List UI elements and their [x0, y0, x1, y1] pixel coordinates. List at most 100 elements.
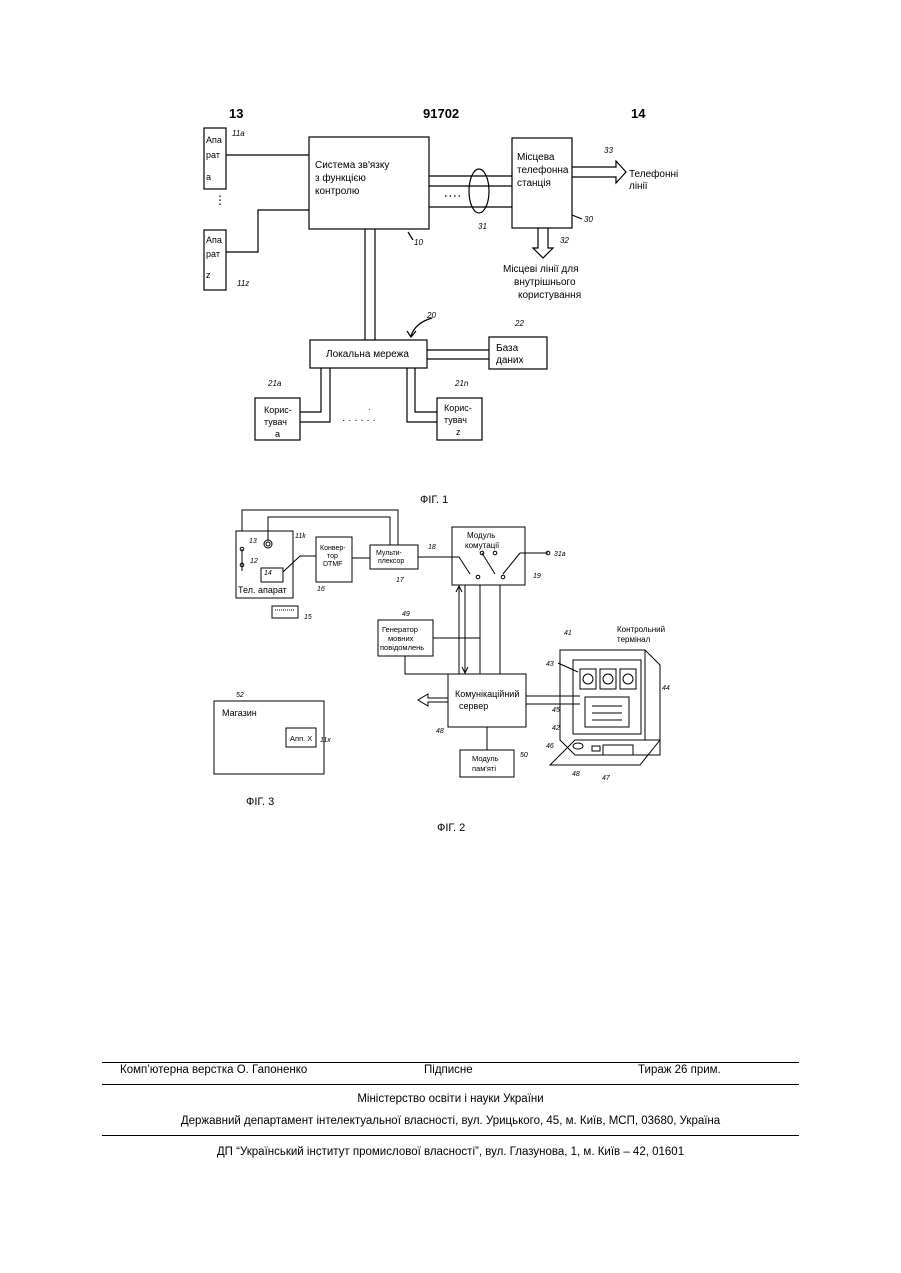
ref-32: 32	[560, 236, 569, 245]
mux-label-1: Мульти-	[376, 550, 403, 557]
system-label-1: Система зв'язку	[315, 160, 389, 171]
converter-label-1: Конвер-	[320, 545, 346, 552]
database-label-1: База	[496, 343, 519, 354]
device-z-label-2: рат	[206, 249, 220, 259]
footer-signed: Підписне	[424, 1064, 473, 1076]
ref-45: 45	[552, 707, 560, 714]
shop-label: Магазин	[222, 708, 257, 718]
ref-11x: 11x	[320, 737, 331, 744]
local-lines-arrow	[533, 228, 553, 258]
station-label-1: Місцева	[517, 152, 555, 163]
device-z-label-1: Апа	[206, 235, 222, 245]
ref-44: 44	[662, 685, 670, 692]
ref-52: 52	[236, 692, 244, 699]
mux-box	[370, 545, 418, 569]
footer-print-run: Тираж 26 прим.	[638, 1064, 721, 1076]
users-dots: · · · · · ·	[342, 415, 376, 426]
system-label-3: контролю	[315, 186, 360, 197]
face-icon-1	[580, 669, 596, 689]
face-2	[603, 674, 613, 684]
ref-13: 13	[249, 538, 257, 545]
generator-label-3: повідомлень	[380, 643, 424, 652]
ref-31a: 31a	[554, 551, 566, 558]
ref-14: 14	[264, 570, 272, 577]
database-label-2: даних	[496, 355, 524, 366]
ref-33: 33	[604, 146, 613, 155]
switch-label-1: Модуль	[467, 531, 495, 540]
phone-lines-label-2: лінії	[629, 181, 648, 192]
ref-10-leader	[408, 232, 413, 240]
converter-label-2: тор	[327, 553, 338, 560]
terminal-keyboard	[550, 740, 660, 765]
fig3-caption: ФІГ. 3	[246, 796, 274, 808]
ref-30-leader	[572, 215, 582, 219]
footer-ministry: Міністерство освіти і науки України	[0, 1093, 901, 1105]
figure-1: Апа рат а ⋮ Апа рат z 11a 11z Система зв…	[204, 128, 678, 440]
ref-43: 43	[546, 661, 554, 668]
user-z-label-3: z	[456, 427, 461, 437]
switch-contact-2	[482, 553, 495, 574]
ref-49: 49	[402, 611, 410, 618]
ref-18: 18	[428, 544, 436, 551]
generator-label-1: Генератор	[382, 625, 418, 634]
handset-icon	[264, 540, 272, 548]
message-panel	[585, 697, 629, 727]
user-z-label-1: Корис-	[444, 403, 472, 413]
line-device-z	[226, 210, 309, 252]
switch-node-2	[493, 551, 497, 555]
local-lines-label-2: внутрішнього	[514, 277, 576, 288]
user-z-label-2: тувач	[444, 415, 467, 425]
lan-user-z-line-1	[407, 368, 437, 422]
ref-17: 17	[396, 577, 405, 584]
phone-label: Тел. апарат	[238, 585, 287, 595]
wire-phone-converter	[283, 556, 316, 572]
switch-label-2: комутації	[465, 541, 500, 550]
ref-15: 15	[304, 614, 312, 621]
local-lines-label-3: користування	[518, 290, 581, 301]
station-label-2: телефонна	[517, 164, 569, 176]
terminal-label-2: термінал	[617, 635, 651, 644]
mouse-icon	[573, 743, 583, 749]
ref-43-leader	[558, 663, 578, 672]
lan-user-a-line-2	[300, 368, 330, 422]
system-label-2: з функцією	[315, 172, 366, 184]
ref-10: 10	[414, 238, 423, 247]
server-label-2: сервер	[459, 701, 488, 711]
switch-contact-3	[503, 553, 520, 574]
wire-top-outer	[242, 510, 398, 545]
footer-rule-bottom	[102, 1135, 799, 1136]
vertical-dots: ⋮	[214, 193, 226, 207]
ref-20: 20	[426, 311, 436, 320]
converter-label-3: DTMF	[323, 561, 342, 568]
user-a-label-1: Корис-	[264, 405, 292, 415]
switch-node-4	[501, 575, 505, 579]
ref-12: 12	[250, 558, 258, 565]
ref-48-server: 48	[436, 728, 444, 735]
face-icon-2	[600, 669, 616, 689]
ref-42: 42	[552, 725, 560, 732]
ref-22: 22	[514, 319, 524, 328]
card-icon	[272, 606, 298, 618]
fig1-caption: ФІГ. 1	[420, 494, 448, 506]
user-a-label-2: тувач	[264, 417, 287, 427]
ref-16: 16	[317, 586, 325, 593]
terminal-key	[592, 746, 600, 751]
ref-50: 50	[520, 752, 528, 759]
lan-label: Локальна мережа	[326, 349, 409, 360]
mux-label-2: плексор	[378, 558, 404, 565]
ref-21n: 21n	[454, 379, 469, 388]
lan-user-z-line-2	[415, 368, 437, 412]
ref-21a: 21a	[267, 379, 282, 388]
generator-label-2: мовних	[388, 634, 414, 643]
station-label-3: станція	[517, 178, 551, 189]
face-3	[623, 674, 633, 684]
card-reader	[603, 745, 633, 755]
memory-label-1: Модуль	[472, 754, 499, 763]
figure-3: Магазин 52 Апп. X 11x	[214, 692, 331, 774]
face-icon-3	[620, 669, 636, 689]
memory-label-2: пам'яті	[472, 764, 496, 773]
footer-institute: ДП “Український інститут промислової вла…	[0, 1146, 901, 1158]
switch-contact-1	[452, 557, 470, 574]
device-z-label-3: z	[206, 270, 211, 280]
